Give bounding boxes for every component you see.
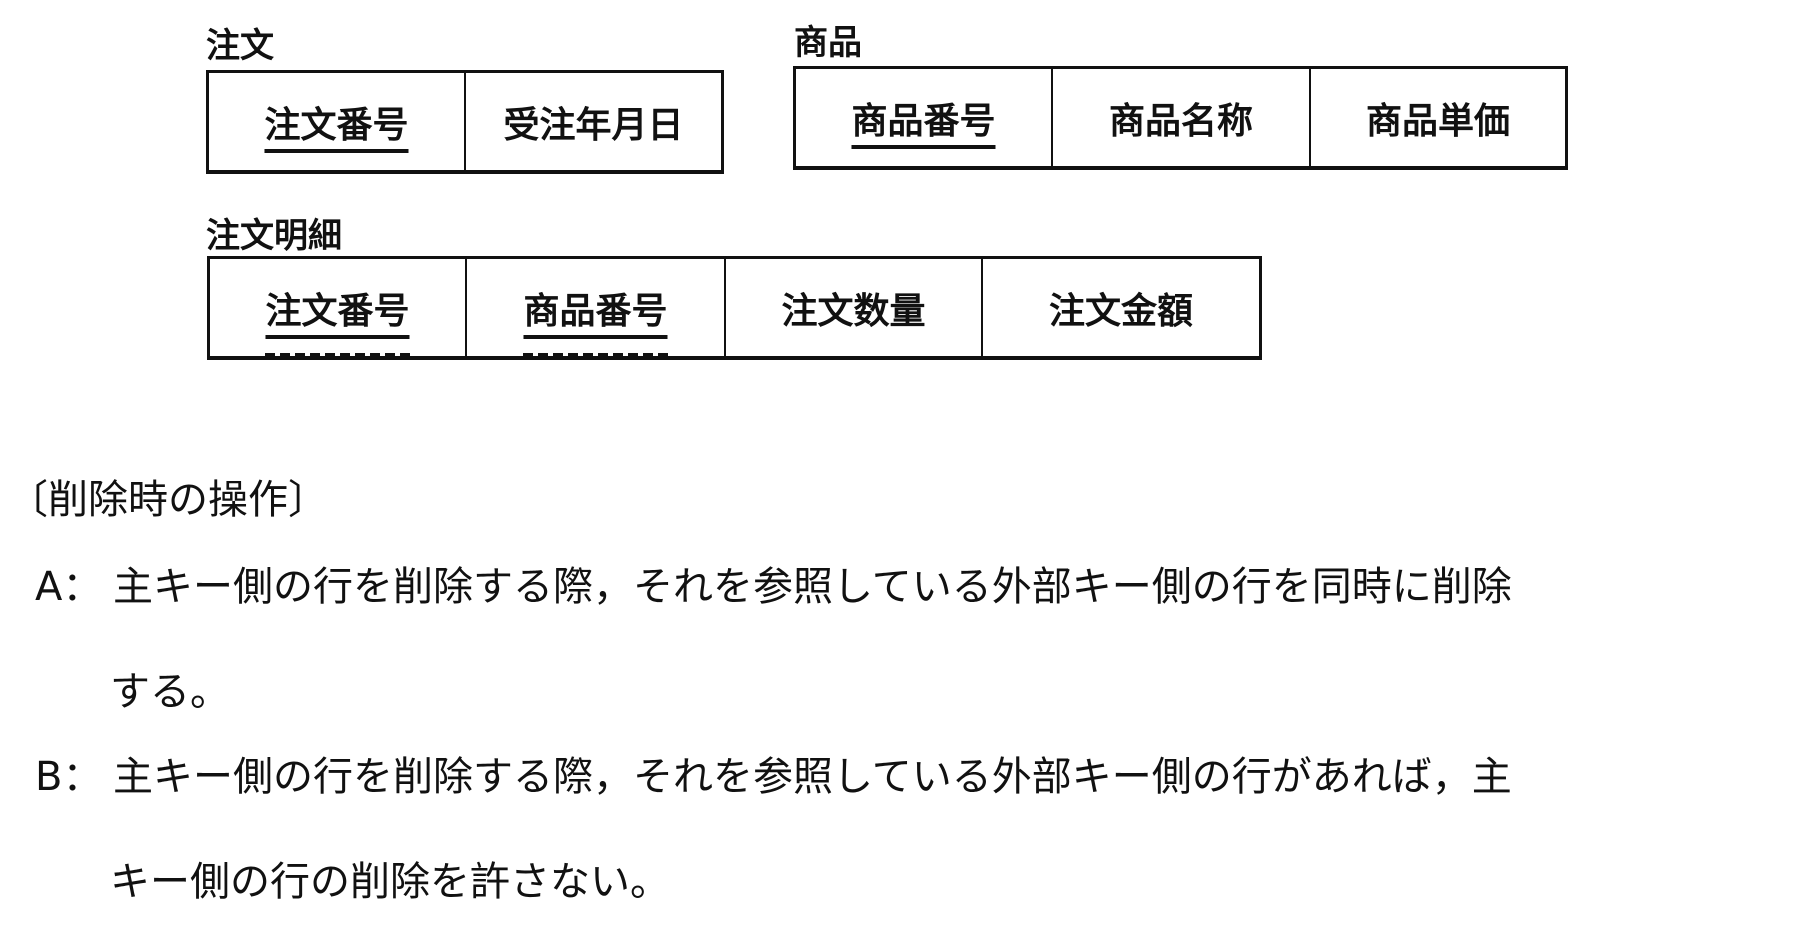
table-order: 注文番号 受注年月日	[206, 70, 724, 174]
item-a-line1: 主キー側の行を削除する際，それを参照している外部キー側の行を同時に削除	[113, 564, 1512, 610]
column-label: 注文番号	[265, 282, 410, 358]
column-label: 注文数量	[781, 290, 926, 332]
item-b-marker: B：	[35, 754, 103, 800]
item-a-line2: する。	[110, 669, 230, 715]
column-label: 注文金額	[1048, 290, 1193, 332]
column-label: 商品名称	[1108, 100, 1253, 142]
item-b-line1: 主キー側の行を削除する際，それを参照している外部キー側の行があれば，主	[113, 754, 1512, 800]
item-b-line2: キー側の行の削除を許さない。	[110, 859, 670, 905]
column-order-amount: 注文金額	[983, 259, 1259, 356]
column-label: 商品単価	[1365, 100, 1510, 142]
column-product-number: 商品番号	[467, 259, 726, 358]
table-name-order-detail: 注文明細	[206, 216, 342, 256]
column-label: 商品番号	[851, 100, 996, 142]
column-label: 受注年月日	[503, 104, 684, 146]
table-product: 商品番号 商品名称 商品単価	[793, 66, 1568, 170]
section-heading: 〔削除時の操作〕	[8, 477, 328, 523]
column-order-date: 受注年月日	[466, 73, 721, 170]
table-name-order: 注文	[206, 26, 274, 66]
column-order-number: 注文番号	[210, 259, 467, 358]
item-a-marker: A：	[35, 564, 103, 610]
column-product-price: 商品単価	[1311, 69, 1565, 166]
column-product-name: 商品名称	[1053, 69, 1311, 166]
column-label: 注文番号	[264, 104, 409, 146]
table-name-product: 商品	[794, 23, 862, 63]
table-order-detail: 注文番号 商品番号 注文数量 注文金額	[207, 256, 1262, 360]
column-label: 商品番号	[523, 282, 668, 358]
column-order-number: 注文番号	[209, 73, 466, 170]
column-order-quantity: 注文数量	[726, 259, 983, 356]
column-product-number: 商品番号	[796, 69, 1053, 166]
